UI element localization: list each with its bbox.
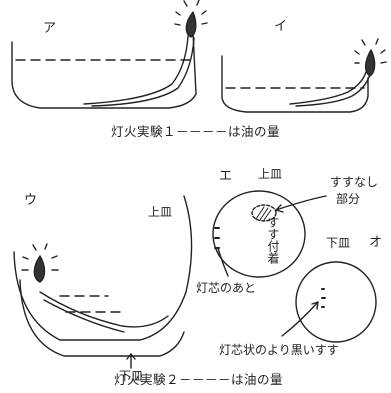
dark-soot-marks xyxy=(321,288,326,308)
dish-a-flame xyxy=(185,11,197,38)
plate-e-outline xyxy=(212,190,306,278)
dark-soot-label: 灯芯状のより黒いすす xyxy=(219,343,339,357)
soot-attached-label: すす付着 xyxy=(266,216,280,264)
label-i: イ xyxy=(274,19,288,34)
label-o: オ xyxy=(369,235,383,250)
no-soot-area xyxy=(251,204,277,222)
upper-plate-outline xyxy=(13,195,193,341)
dish-i-flame-rays xyxy=(354,38,387,64)
no-soot-label-line2: 部分 xyxy=(336,192,361,206)
wick-trace-label: 灯芯のあと xyxy=(196,281,257,295)
plate-o xyxy=(281,261,377,343)
dish-u-flame xyxy=(33,255,46,283)
plate-e xyxy=(212,190,327,278)
experiment2-caption: 灯火実験２－－－－は油の量 xyxy=(114,372,284,387)
dish-i-wick-2 xyxy=(295,73,371,107)
dish-i-flame xyxy=(364,49,376,77)
dish-u-wick-2 xyxy=(43,299,125,333)
upper-plate-label-left: 上皿 xyxy=(148,205,173,219)
dish-a-wick-2 xyxy=(91,37,195,107)
no-soot-pointer xyxy=(275,195,327,211)
lower-plate-label-left: 下皿 xyxy=(119,369,144,383)
wick-trace-pointer xyxy=(217,247,229,277)
wick-trace-marks xyxy=(214,227,220,249)
label-a: ア xyxy=(43,21,57,36)
dish-u xyxy=(13,195,193,369)
no-soot-pointer-head xyxy=(275,204,284,213)
dish-i xyxy=(221,38,387,113)
dish-a xyxy=(11,0,208,109)
dark-soot-pointer xyxy=(281,301,319,337)
dish-a-wick xyxy=(83,35,189,105)
lower-plate-label-right: 下皿 xyxy=(326,236,351,250)
dish-i-outline xyxy=(221,55,369,113)
dish-i-wick xyxy=(289,71,367,105)
label-e: エ xyxy=(219,169,233,184)
experiment1-caption: 灯火実験１－－－－は油の量 xyxy=(111,124,281,139)
lower-plate-arrow xyxy=(126,353,136,369)
label-u: ウ xyxy=(24,193,38,208)
dish-u-flame-rays xyxy=(21,243,59,271)
dish-a-outline xyxy=(11,31,197,109)
dark-soot-pointer-head xyxy=(311,301,319,310)
upper-plate-label-right: 上皿 xyxy=(258,167,283,181)
no-soot-hatching xyxy=(255,206,272,221)
lower-plate-outline xyxy=(19,279,185,357)
dish-u-wick xyxy=(39,291,169,328)
dish-a-flame-rays xyxy=(174,0,208,26)
plate-o-outline xyxy=(295,261,377,343)
no-soot-label-line1: すすなし xyxy=(330,175,379,189)
